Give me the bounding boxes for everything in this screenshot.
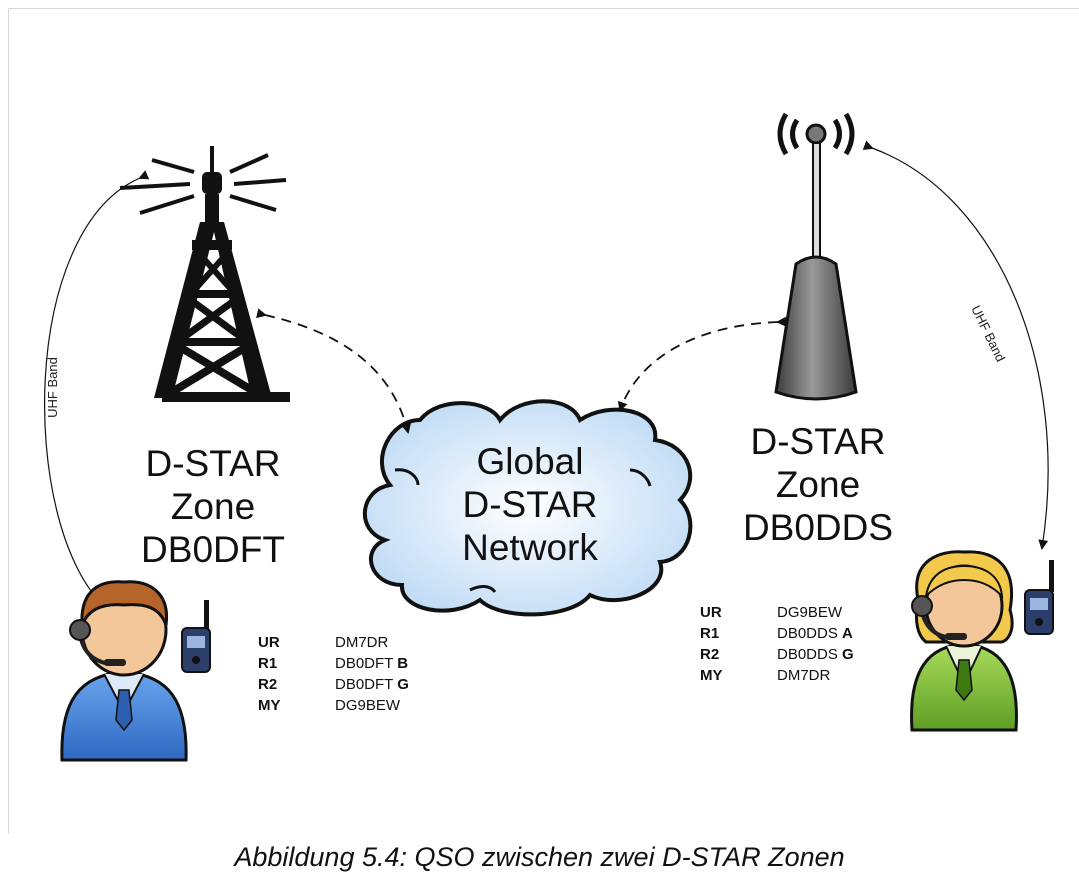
- routing-row: R1 DB0DDS A: [700, 623, 854, 644]
- routing-callsign: DM7DR: [777, 667, 831, 684]
- network-line2: D-STAR: [462, 484, 598, 525]
- right-zone-line1: D-STAR: [750, 421, 886, 462]
- network-label: Global D-STAR Network: [440, 440, 620, 569]
- antenna-tower-icon: [774, 112, 858, 401]
- routing-callsign: DG9BEW: [777, 604, 843, 621]
- routing-value: DM7DR: [335, 632, 388, 653]
- routing-value: DG9BEW: [777, 602, 842, 623]
- left-band-label: UHF Band: [44, 357, 60, 418]
- routing-callsign: DB0DDS: [777, 625, 838, 642]
- routing-value: DG9BEW: [335, 695, 400, 716]
- female-operator-icon: [910, 550, 1018, 732]
- left-zone-label: D-STAR Zone DB0DFT: [118, 442, 308, 571]
- right-zone-line3: DB0DDS: [742, 507, 894, 548]
- routing-callsign: DG9BEW: [335, 697, 401, 714]
- lattice-tower-icon: [119, 146, 290, 402]
- routing-module: B: [397, 655, 409, 672]
- male-operator-icon: [60, 580, 188, 762]
- routing-row: R1 DB0DFT B: [258, 653, 409, 674]
- figure-caption: Abbildung 5.4: QSO zwischen zwei D-STAR …: [234, 842, 845, 872]
- routing-module: A: [842, 625, 853, 642]
- left-zone-line3: DB0DFT: [141, 529, 285, 570]
- routing-row: R2 DB0DDS G: [700, 644, 854, 665]
- network-line3: Network: [462, 527, 598, 568]
- right-zone-line2: Zone: [775, 464, 861, 505]
- routing-value: DB0DFT B: [335, 653, 408, 674]
- routing-row: MY DM7DR: [700, 665, 854, 686]
- routing-callsign: DB0DFT: [335, 655, 394, 672]
- routing-key: UR: [258, 634, 280, 651]
- routing-value: DM7DR: [777, 665, 830, 686]
- routing-value: DB0DDS G: [777, 644, 854, 665]
- routing-value: DB0DFT G: [335, 674, 409, 695]
- right-zone-label: D-STAR Zone DB0DDS: [718, 420, 918, 549]
- routing-key: UR: [700, 604, 722, 621]
- right-network-link: [618, 316, 787, 412]
- routing-key: R2: [700, 646, 720, 663]
- routing-module: G: [842, 646, 854, 663]
- routing-callsign: DM7DR: [335, 634, 389, 651]
- routing-row: UR DM7DR: [258, 632, 409, 653]
- cloud-icon: [362, 399, 693, 617]
- left-uhf-link: [43, 170, 150, 606]
- routing-key: R1: [258, 655, 278, 672]
- routing-module: G: [397, 676, 409, 693]
- handheld-radio-icon: [1024, 560, 1054, 635]
- left-zone-line1: D-STAR: [145, 443, 281, 484]
- routing-callsign: DB0DFT: [335, 676, 394, 693]
- routing-key: R1: [700, 625, 720, 642]
- routing-row: UR DG9BEW: [700, 602, 854, 623]
- routing-row: MY DG9BEW: [258, 695, 409, 716]
- frame-top-line: [8, 8, 1079, 9]
- handheld-radio-icon: [181, 600, 211, 673]
- routing-key: R2: [258, 676, 278, 693]
- routing-key: MY: [700, 667, 723, 684]
- routing-key: MY: [258, 697, 281, 714]
- routing-value: DB0DDS A: [777, 623, 853, 644]
- routing-callsign: DB0DDS: [777, 646, 838, 663]
- left-network-link: [256, 308, 411, 434]
- frame-left-line: [8, 8, 9, 833]
- routing-row: R2 DB0DFT G: [258, 674, 409, 695]
- network-line1: Global: [476, 441, 584, 482]
- right-uhf-link: [862, 140, 1049, 550]
- left-zone-line2: Zone: [170, 486, 256, 527]
